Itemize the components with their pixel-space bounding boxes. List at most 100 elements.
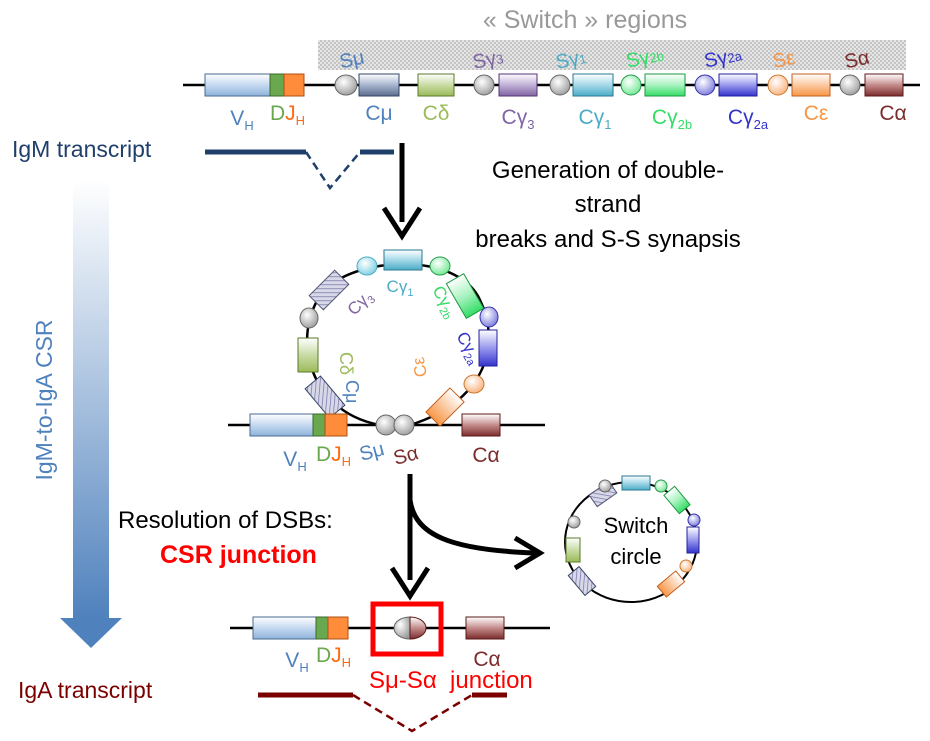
top-cgamma3-gene [498,73,538,97]
label-sgamma2a: Sγ2a [702,43,744,73]
loop-calpha-gene [461,413,501,437]
top-cgamma2b-gene [644,73,686,97]
circle-cdelta [565,537,581,563]
circle-cmu [567,565,597,597]
junction-smu-half [393,616,411,640]
label-vh: VH [230,107,253,133]
arrow-step1-head [381,206,423,241]
top-calpha-gene [864,73,904,97]
bottom-vh-segment [252,616,349,640]
csr-arrow-shaft [73,180,109,620]
loop-label-cmu: Cμ [342,380,362,403]
circle-cgamma2b [663,485,691,515]
loop-cgamma2b-gene [445,272,485,320]
igm-transcript-label: IgM transcript [12,136,152,162]
loop-cgamma1-gene [383,249,423,271]
circle-s5 [567,515,581,529]
circle-cgamma1 [621,475,651,491]
top-cmu-gene [358,73,400,97]
label-sepsilon: Sε [771,47,797,73]
label-sgamma1: Sγ1 [554,46,588,74]
top-cgamma2a-gene [718,73,758,97]
arrow-to-circle-head [513,535,545,571]
top-cdelta-gene [417,73,455,97]
bottom-calpha-gene [465,616,505,640]
label-salpha: Sα [843,47,872,74]
top-sgamma3-switch [473,74,495,96]
label-cmu: Cμ [365,102,392,125]
loop-label-vh: VH [283,448,306,474]
top-cgamma1-gene [572,73,614,97]
top-salpha-switch [839,74,861,96]
loop-salpha-switch [393,414,415,436]
bottom-label-vh: VH [285,649,308,675]
loop-label-calpha: Cα [472,444,499,467]
circle-s1 [598,479,612,493]
top-vh-segment [204,73,305,97]
step2-line2: CSR junction [160,541,317,569]
loop-vh-segment [249,413,348,437]
igm-splice [304,151,361,191]
iga-splice [352,693,473,733]
top-sepsilon-switch [767,74,789,96]
label-calpha: Cα [879,102,906,125]
loop-label-cdelta: Cδ [336,352,356,375]
switch-regions-title: « Switch » regions [483,6,687,34]
label-cdelta: Cδ [423,102,450,125]
circle-cgamma2a [686,526,700,554]
junction-label: Sμ-Sα junction [369,667,533,694]
arrow-to-circle [407,499,536,556]
circle-cepsilon [656,570,686,598]
loop-label-djh: DJH [316,443,351,469]
step1-line2: strand [575,191,642,218]
csr-arrow-label: IgM-to-IgA CSR [31,319,57,480]
label-cgamma2b: Cγ2b [652,106,692,132]
loop-label-smu: Sμ [357,438,387,466]
loop-cgamma2a-gene [478,329,498,367]
label-cgamma1: Cγ1 [579,106,612,132]
arrow-step2-head [389,566,431,601]
loop-cepsilon-gene [425,387,465,427]
top-sgamma2a-switch [694,74,716,96]
loop-label-cepsilon: Cε [409,355,431,378]
csr-arrow-head [60,618,122,648]
circle-s3 [687,513,701,527]
step2-line1: Resolution of DSBs: [118,507,333,534]
circle-s2 [654,479,668,493]
label-cgamma2a: Cγ2a [728,106,769,132]
top-sgamma2b-switch [620,74,642,96]
loop-label-cgamma1: Cγ1 [387,277,414,299]
loop-sgamma2b-switch [429,256,451,276]
label-sgamma3: Sγ3 [471,46,505,74]
loop-sgamma3-switch [299,307,319,329]
switch-circle-line2: circle [610,544,661,569]
loop-cgamma3-gene [308,269,350,311]
loop-sgamma2a-switch [479,306,499,328]
switch-circle-line1: Switch [604,513,669,538]
csr-junction-box [370,601,444,657]
iga-transcript-label: IgA transcript [18,677,153,703]
switch-regions-band [318,40,906,70]
bottom-label-djh: DJH [316,644,351,670]
circle-s4 [679,559,693,573]
label-sgamma2b: Sγ2b [624,43,666,72]
loop-sgamma1-switch [356,256,378,276]
label-smu: Sμ [338,47,367,74]
top-sgamma1-switch [549,74,571,96]
label-cepsilon: Cε [804,102,829,125]
top-cepsilon-gene [791,73,831,97]
step1-line3: breaks and S-S synapsis [475,226,740,253]
loop-smu-switch [375,414,397,436]
loop-label-salpha: Sα [391,442,421,470]
bottom-label-calpha: Cα [473,648,500,671]
loop-cdelta-gene [297,337,319,373]
top-smu-switch [334,74,358,96]
junction-salpha-half [409,616,427,640]
label-cgamma3: Cγ3 [502,106,535,132]
loop-label-cgamma3: Cγ3 [344,287,379,322]
loop-cmu-gene [304,375,346,419]
loop-sepsilon-switch [463,374,485,394]
label-djh: DJH [270,102,305,128]
